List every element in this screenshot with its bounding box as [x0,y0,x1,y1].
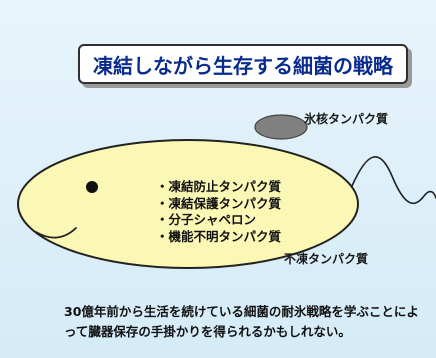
diagram-title: 凍結しながら生存する細菌の戦略 [93,53,393,78]
protein-list-item: ・機能不明タンパク質 [156,228,282,244]
title-box: 凍結しながら生存する細菌の戦略 [78,44,408,84]
cell-mouth-curve [35,227,77,239]
cell-eye-dot [86,181,98,193]
protein-list-item: ・凍結保護タンパク質 [156,195,282,211]
cell-protein-list: ・凍結防止タンパク質 ・凍結保護タンパク質 ・分子シャペロン ・機能不明タンパク… [156,179,281,245]
antifreeze-protein-label: 不凍タンパク質 [284,252,369,266]
protein-list-item: ・凍結防止タンパク質 [156,179,282,194]
ice-nucleus-protein-shape [254,114,308,140]
ice-nucleus-protein-label: 氷核タンパク質 [304,112,389,126]
bacterial-cell-body [17,139,359,269]
protein-list-item: ・分子シャペロン [156,212,257,227]
caption-text: 30億年前から生活を続けている細菌の耐氷戦略を学ぶことによって臓器保存の手掛かり… [64,304,419,339]
flagellum-tail [351,156,436,204]
